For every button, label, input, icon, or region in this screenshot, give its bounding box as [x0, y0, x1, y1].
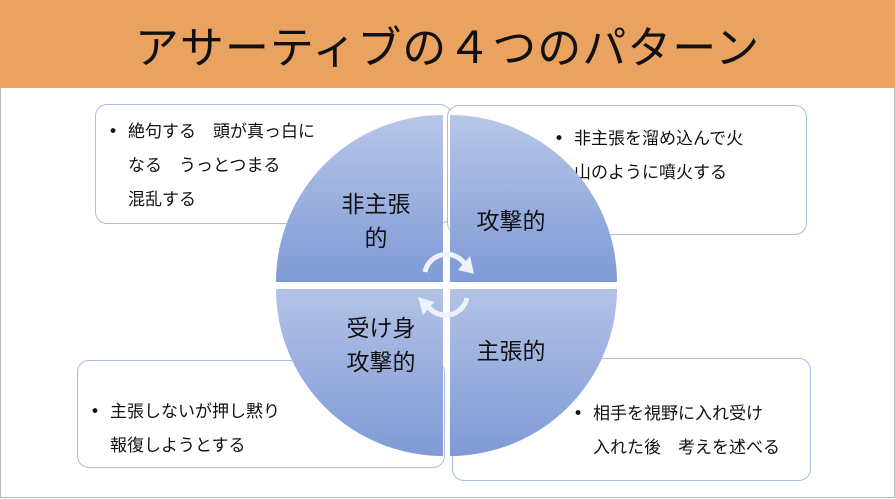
quadrant-label-top-right: 攻撃的 [476, 209, 546, 235]
quadrant-label-top-left-line1: 非主張 [341, 192, 411, 218]
quadrant-label-top-left-line2: 的 [364, 226, 388, 252]
box-bottom-right-line1: • 相手を視野に入れ受け [573, 397, 810, 431]
bullet-icon: • [554, 129, 565, 149]
box-bottom-right: • 相手を視野に入れ受け 入れた後 考えを述べる [452, 358, 811, 481]
box-bottom-left-line1: • 主張しないが押し黙り [90, 395, 444, 429]
title-bar: アサーティブの４つのパターン [0, 0, 895, 88]
page-title: アサーティブの４つのパターン [134, 23, 761, 74]
box-top-right-line1: • 非主張を溜め込んで火 [554, 122, 806, 156]
quadrant-label-top-left: 非主張 的 [336, 188, 416, 256]
box-top-left-text3: 混乱する [128, 190, 196, 210]
bullet-icon: • [573, 404, 584, 424]
box-top-left-line1: • 絶句する 頭が真っ白に [108, 115, 451, 149]
box-bottom-right-text2: 入れた後 考えを述べる [593, 438, 780, 458]
quadrant-label-bottom-left: 受け身 攻撃的 [326, 312, 436, 380]
box-top-right-text2: 山のように噴火する [574, 163, 727, 183]
quadrant-label-bottom-right: 主張的 [476, 339, 546, 365]
bullet-icon: • [108, 122, 119, 142]
box-top-left-text1: 絶句する 頭が真っ白に [128, 122, 315, 142]
quadrant-label-bottom-left-line1: 受け身 [346, 316, 416, 342]
box-bottom-left-text1: 主張しないが押し黙り [110, 402, 280, 422]
box-top-right-text1: 非主張を溜め込んで火 [574, 129, 744, 149]
box-top-left-text2: なる うっとつまる [128, 156, 281, 176]
quadrant-label-bottom-left-line2: 攻撃的 [346, 350, 416, 376]
box-bottom-left-text2: 報復しようとする [110, 436, 246, 456]
bullet-icon: • [90, 402, 101, 422]
box-bottom-right-text1: 相手を視野に入れ受け [593, 404, 763, 424]
